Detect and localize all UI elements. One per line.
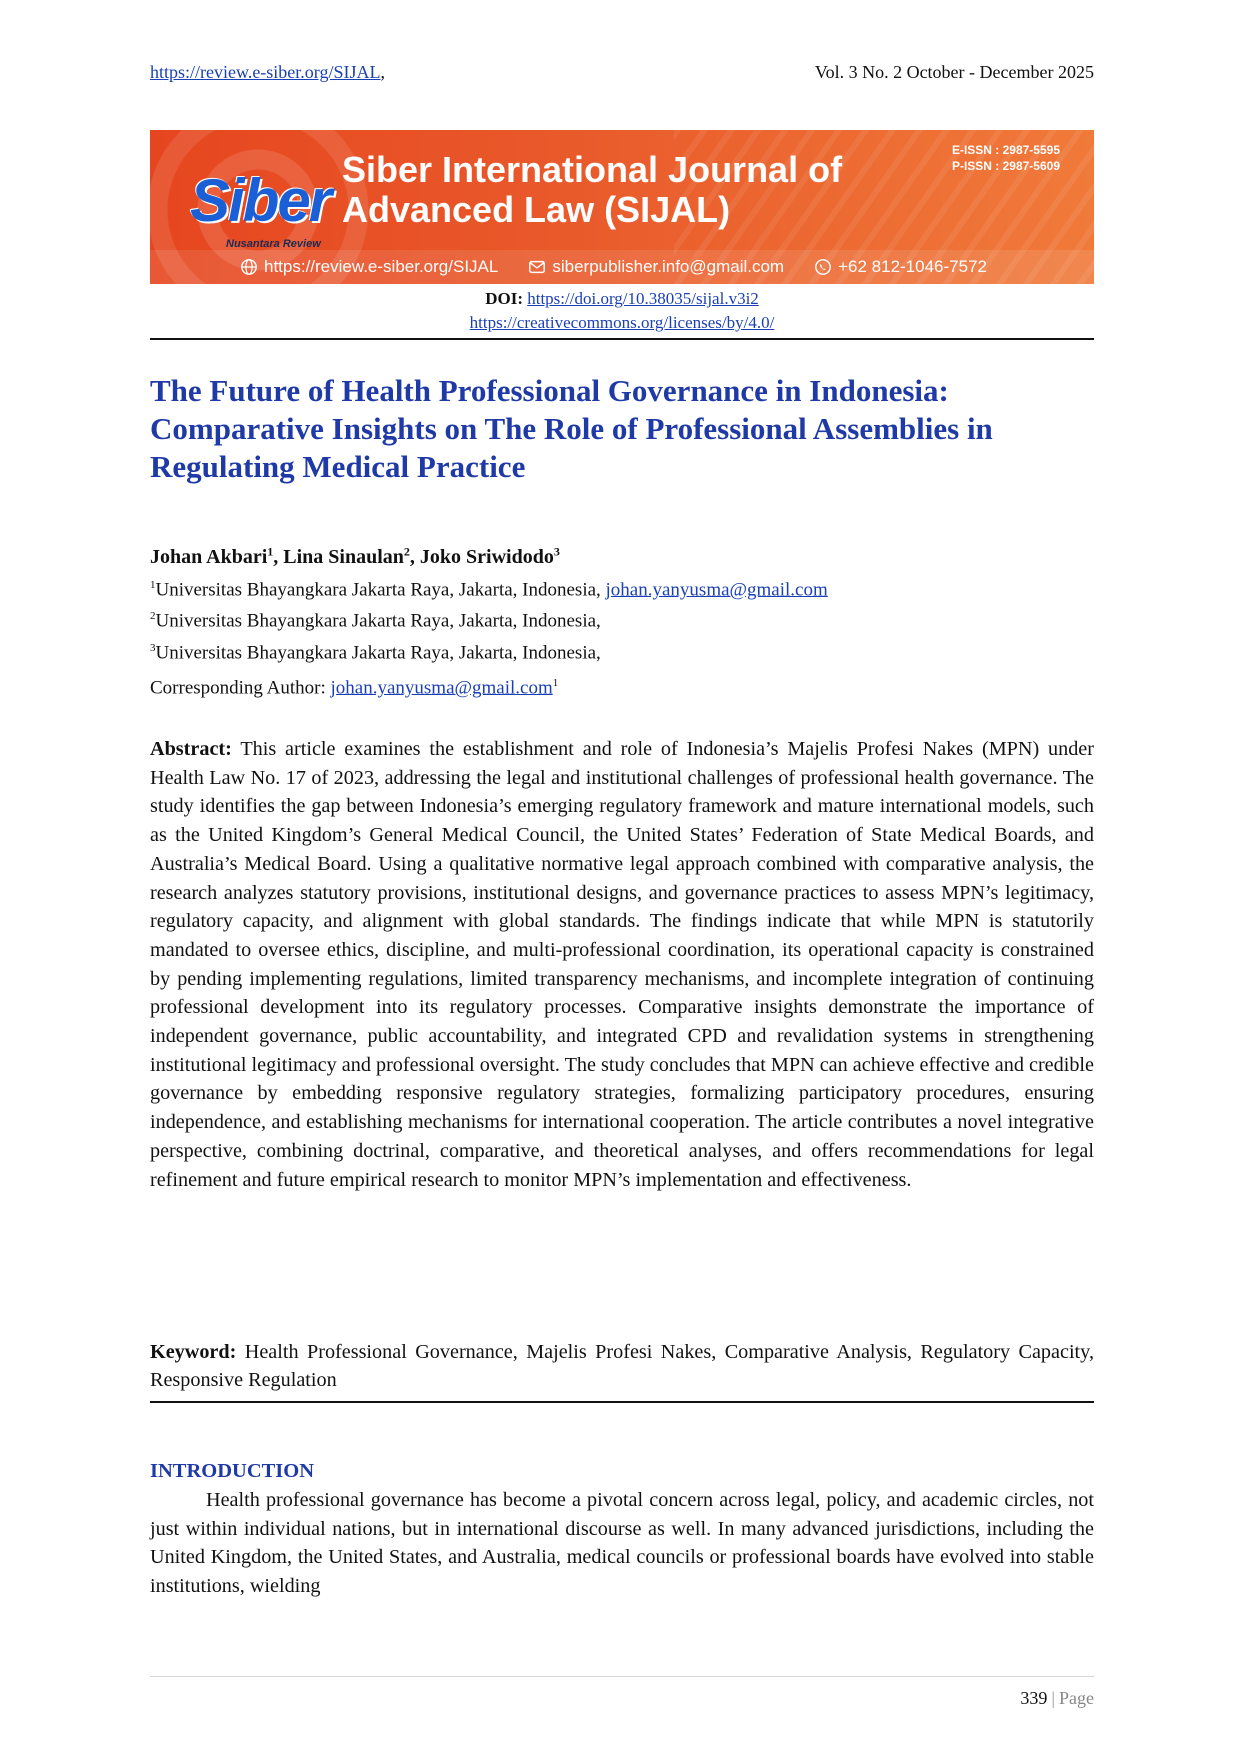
doi-block: DOI: https://doi.org/10.38035/sijal.v3i2… bbox=[150, 287, 1094, 335]
journal-banner: Siber Nusantara Review Siber Internation… bbox=[150, 130, 1094, 284]
author-separator: , bbox=[409, 545, 420, 568]
issue-info: Vol. 3 No. 2 October - December 2025 bbox=[814, 62, 1094, 82]
affiliation: 2Universitas Bhayangkara Jakarta Raya, J… bbox=[150, 603, 1094, 634]
banner-decoration-stripes bbox=[674, 130, 1094, 284]
author-affil-mark: 2 bbox=[403, 544, 410, 558]
license-line: https://creativecommons.org/licenses/by/… bbox=[150, 311, 1094, 335]
introduction-paragraph: Health professional governance has becom… bbox=[150, 1489, 1094, 1597]
banner-contacts: https://review.e-siber.org/SIJAL siberpu… bbox=[150, 250, 1094, 284]
affiliation: 1Universitas Bhayangkara Jakarta Raya, J… bbox=[150, 572, 1094, 603]
banner-journal-title: Siber International Journal of Advanced … bbox=[342, 150, 842, 230]
doi-label: DOI: bbox=[485, 289, 523, 308]
whatsapp-icon bbox=[815, 259, 832, 275]
corresponding-label: Corresponding Author: bbox=[150, 677, 331, 699]
banner-phone: +62 812-1046-7572 bbox=[814, 257, 987, 277]
corresponding-email-link[interactable]: johan.yanyusma@gmail.com bbox=[330, 677, 553, 699]
logo-subtitle: Nusantara Review bbox=[226, 238, 321, 250]
page-footer: 339|Page bbox=[1020, 1688, 1094, 1709]
affiliation-text: Universitas Bhayangkara Jakarta Raya, Ja… bbox=[155, 579, 606, 601]
author-name: Johan Akbari bbox=[150, 545, 268, 568]
banner-email: siberpublisher.info@gmail.com bbox=[528, 257, 784, 277]
license-link[interactable]: https://creativecommons.org/licenses/by/… bbox=[469, 313, 775, 332]
author: Johan Akbari1, bbox=[150, 544, 284, 568]
banner-title-line-1: Siber International Journal of bbox=[342, 149, 843, 190]
author-name: Lina Sinaulan bbox=[283, 545, 404, 568]
abstract-text: This article examines the establishment … bbox=[150, 738, 1094, 1191]
running-header: https://review.e-siber.org/SIJAL, Vol. 3… bbox=[150, 62, 1094, 83]
author: Lina Sinaulan2, bbox=[283, 544, 420, 568]
eissn: E-ISSN : 2987-5595 bbox=[951, 143, 1060, 157]
banner-website: https://review.e-siber.org/SIJAL bbox=[240, 257, 498, 277]
banner-decoration-rings bbox=[150, 130, 510, 284]
section-heading-introduction: INTRODUCTION bbox=[150, 1460, 315, 1482]
banner-phone-text: +62 812-1046-7572 bbox=[838, 257, 987, 276]
doi-link[interactable]: https://doi.org/10.38035/sijal.v3i2 bbox=[527, 289, 759, 308]
affiliation-email-link[interactable]: johan.yanyusma@gmail.com bbox=[605, 579, 828, 601]
author-affil-mark: 3 bbox=[553, 544, 560, 558]
journal-url-wrap: https://review.e-siber.org/SIJAL, bbox=[150, 62, 385, 83]
affiliation-list: 1Universitas Bhayangkara Jakarta Raya, J… bbox=[150, 572, 1094, 666]
journal-url-suffix: , bbox=[380, 62, 385, 82]
page-separator: | bbox=[1051, 1688, 1055, 1708]
siber-logo: Siber Nusantara Review bbox=[190, 160, 332, 250]
abstract: Abstract: This article examines the esta… bbox=[150, 735, 1094, 1194]
banner-title-line-2: Advanced Law (SIJAL) bbox=[342, 189, 731, 230]
page-number: 339 bbox=[1020, 1688, 1048, 1708]
affiliation-mark: 2 bbox=[150, 610, 156, 623]
abstract-label: Abstract: bbox=[150, 738, 232, 760]
author-separator: , bbox=[273, 545, 284, 568]
article-title: The Future of Health Professional Govern… bbox=[150, 373, 993, 484]
journal-url-link[interactable]: https://review.e-siber.org/SIJAL bbox=[150, 62, 381, 82]
globe-icon bbox=[241, 259, 257, 275]
banner-email-text: siberpublisher.info@gmail.com bbox=[552, 257, 785, 276]
affiliation-mark: 3 bbox=[150, 641, 156, 654]
affiliation-text: Universitas Bhayangkara Jakarta Raya, Ja… bbox=[155, 610, 601, 632]
corresponding-mark: 1 bbox=[552, 677, 559, 689]
doi-line: DOI: https://doi.org/10.38035/sijal.v3i2 bbox=[150, 287, 1094, 311]
keywords-text: Health Professional Governance, Majelis … bbox=[150, 1341, 1094, 1391]
keywords-divider bbox=[150, 1401, 1094, 1403]
author-name: Joko Sriwidodo bbox=[419, 545, 554, 568]
affiliation-text: Universitas Bhayangkara Jakarta Raya, Ja… bbox=[155, 641, 601, 663]
keywords: Keyword: Health Professional Governance,… bbox=[150, 1338, 1094, 1394]
logo-wordmark: Siber bbox=[190, 167, 332, 234]
page-label: Page bbox=[1059, 1688, 1094, 1708]
header-divider bbox=[150, 338, 1094, 340]
mail-icon bbox=[529, 260, 546, 274]
keywords-label: Keyword: bbox=[150, 1341, 237, 1363]
pissn: P-ISSN : 2987-5609 bbox=[951, 159, 1060, 173]
author: Joko Sriwidodo3 bbox=[419, 544, 560, 568]
author-affil-mark: 1 bbox=[267, 544, 274, 558]
affiliation-mark: 1 bbox=[150, 579, 156, 591]
footer-divider bbox=[150, 1676, 1094, 1677]
affiliation: 3Universitas Bhayangkara Jakarta Raya, J… bbox=[150, 635, 1094, 666]
author-list: Johan Akbari1, Lina Sinaulan2, Joko Sriw… bbox=[150, 544, 1094, 569]
corresponding-author: Corresponding Author: johan.yanyusma@gma… bbox=[150, 677, 1094, 699]
banner-website-text: https://review.e-siber.org/SIJAL bbox=[264, 257, 499, 276]
banner-issn: E-ISSN : 2987-5595 P-ISSN : 2987-5609 bbox=[952, 142, 1060, 174]
